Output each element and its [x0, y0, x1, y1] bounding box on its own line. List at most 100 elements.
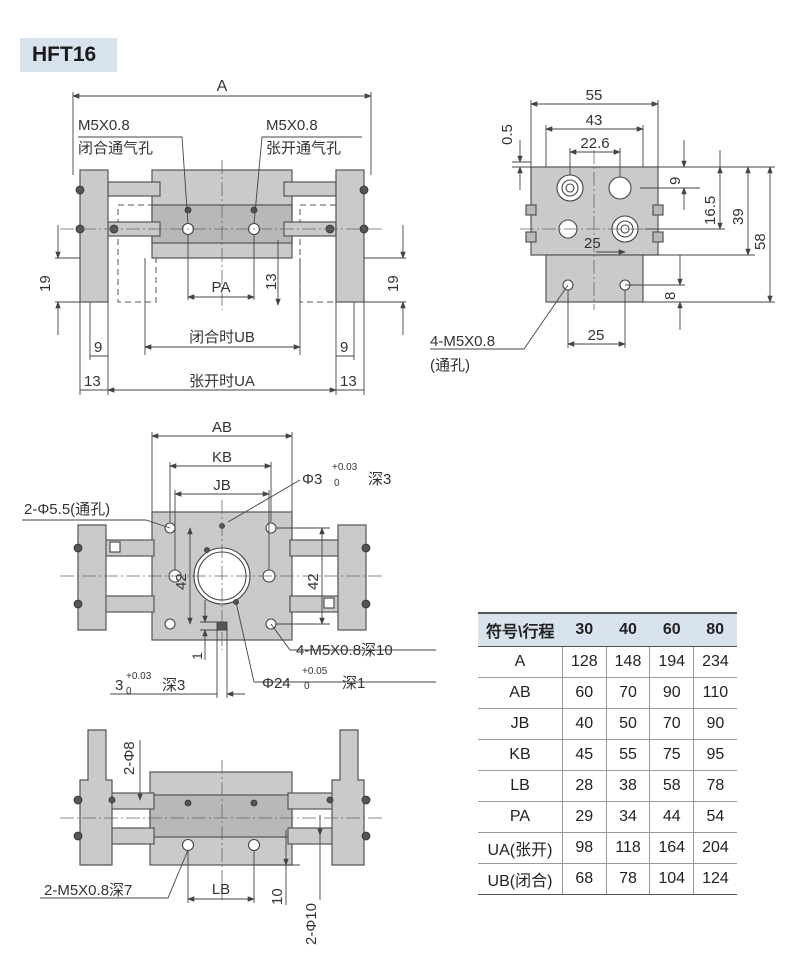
port-open-label: 张开通气孔	[266, 140, 341, 157]
port-close-label: 闭合通气孔	[78, 140, 153, 157]
side-lower-body	[545, 254, 644, 303]
phi24-tol-up: +0.05	[302, 666, 328, 677]
header-stroke-40: 40	[606, 612, 650, 647]
spec-table: 符号\行程 30 40 60 80 A 128 148 194 234 AB 6…	[478, 612, 737, 895]
dim-42-right-label: 42	[305, 573, 322, 590]
table-cell: LB	[478, 770, 563, 802]
side-upper-body	[530, 166, 659, 256]
dim-13-right-label: 13	[340, 373, 357, 390]
table-cell: 50	[605, 708, 650, 740]
table-cell: 124	[693, 863, 737, 895]
bottom-left-jaw	[79, 729, 113, 866]
dim-0-5-label: 0.5	[499, 124, 516, 145]
dim-pa-label: PA	[212, 279, 231, 296]
phi24-tol-low: 0	[304, 681, 310, 692]
table-cell: 104	[649, 863, 694, 895]
bottom-view	[40, 729, 384, 905]
table-cell: 78	[605, 863, 650, 895]
table-cell: 75	[649, 739, 694, 771]
table-cell: A	[478, 646, 563, 678]
dim-22-6-label: 22.6	[580, 135, 609, 152]
table-cell: 55	[605, 739, 650, 771]
table-cell: 90	[693, 708, 737, 740]
table-cell: 34	[605, 801, 650, 833]
table-cell: AB	[478, 677, 563, 709]
dim-19-right-label: 19	[385, 275, 402, 292]
dim-9-right-label: 9	[340, 339, 348, 356]
dim-a-label: A	[217, 78, 228, 95]
table-cell: 54	[693, 801, 737, 833]
side-thread-note: (通孔)	[430, 357, 470, 374]
table-cell: 58	[649, 770, 694, 802]
table-row: PA 29 34 44 54	[478, 801, 737, 833]
table-cell: 204	[693, 832, 737, 864]
table-cell: 164	[649, 832, 694, 864]
table-cell: UA(张开)	[478, 832, 563, 864]
dim-25-bottom-label: 25	[588, 327, 605, 344]
dim-19-left-label: 19	[37, 275, 54, 292]
dim-kb-label: KB	[212, 449, 232, 466]
table-cell: JB	[478, 708, 563, 740]
slot3-tol-up: +0.03	[126, 671, 152, 682]
table-cell: 95	[693, 739, 737, 771]
table-cell: 98	[561, 832, 607, 864]
table-cell: 70	[649, 708, 694, 740]
dim-lb-label: LB	[212, 881, 230, 898]
table-row: UB(闭合) 68 78 104 124	[478, 863, 737, 895]
slot3-depth: 深3	[162, 677, 185, 694]
table-cell: 90	[649, 677, 694, 709]
dim-jb-label: JB	[213, 477, 231, 494]
phi3-tol-up: +0.03	[332, 462, 358, 473]
dim-58-label: 58	[752, 233, 769, 250]
dim-55-label: 55	[586, 87, 603, 104]
dim-1-label: 1	[189, 652, 205, 660]
bottom-thread-label: 2-M5X0.8深7	[44, 882, 132, 899]
top-thread-label: 4-M5X0.8深10	[296, 642, 393, 659]
table-cell: PA	[478, 801, 563, 833]
table-cell: 40	[561, 708, 607, 740]
table-row: JB 40 50 70 90	[478, 708, 737, 740]
table-cell: 60	[561, 677, 607, 709]
table-cell: 28	[561, 770, 607, 802]
phi24-depth: 深1	[342, 675, 365, 692]
dim-ub-label: 闭合时UB	[189, 329, 255, 346]
phi3-label: Φ3	[302, 471, 322, 488]
table-cell: 194	[649, 646, 694, 678]
phi10-label: 2-Φ10	[303, 903, 320, 945]
dim-39-label: 39	[730, 208, 747, 225]
dim-10-label: 10	[269, 888, 286, 905]
phi3-depth: 深3	[368, 471, 391, 488]
hole-5-5-label: 2-Φ5.5(通孔)	[24, 501, 110, 518]
model-title: HFT16	[20, 38, 117, 72]
dim-13-left-label: 13	[84, 373, 101, 390]
side-view	[430, 100, 775, 350]
table-cell: 110	[693, 677, 737, 709]
dim-43-label: 43	[586, 112, 603, 129]
table-cell: 29	[561, 801, 607, 833]
table-row: KB 45 55 75 95	[478, 739, 737, 771]
phi8-label: 2-Φ8	[121, 741, 138, 775]
front-left-jaw	[79, 169, 109, 303]
table-row: UA(张开) 98 118 164 204	[478, 832, 737, 864]
table-cell: 78	[693, 770, 737, 802]
front-right-jaw	[335, 169, 365, 303]
table-row: A 128 148 194 234	[478, 646, 737, 678]
header-stroke-80: 80	[693, 612, 737, 647]
side-thread-label: 4-M5X0.8	[430, 333, 495, 350]
dim-13-mid-label: 13	[263, 273, 280, 290]
slot3-label: 3	[115, 677, 123, 694]
header-stroke-60: 60	[649, 612, 694, 647]
slot3-tol-low: 0	[126, 686, 132, 697]
table-cell: UB(闭合)	[478, 863, 563, 895]
table-row: AB 60 70 90 110	[478, 677, 737, 709]
dim-9-side-label: 9	[667, 177, 684, 185]
table-cell: 68	[561, 863, 607, 895]
header-symbol: 符号\行程	[478, 612, 563, 647]
dim-9-left-label: 9	[94, 339, 102, 356]
table-cell: 118	[605, 832, 650, 864]
top-right-jaw	[337, 524, 367, 631]
table-cell: 234	[693, 646, 737, 678]
bottom-right-jaw	[331, 729, 365, 866]
dim-42-left-label: 42	[173, 573, 190, 590]
